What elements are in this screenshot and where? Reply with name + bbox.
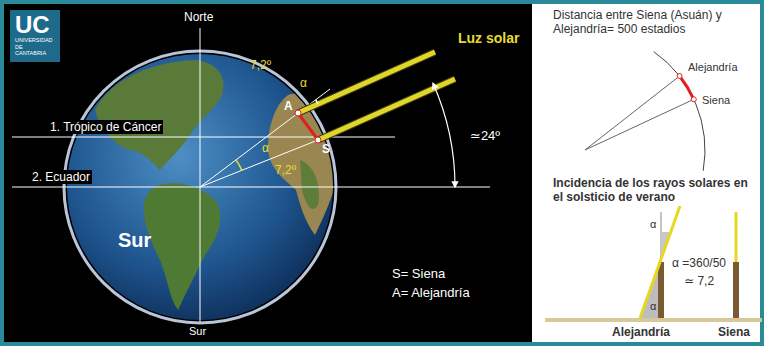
angle-symbol: α — [650, 218, 656, 231]
panel-heading: Distancia entre Siena (Asuán) y Alejandr… — [553, 8, 758, 37]
center-angle-arc — [236, 160, 242, 171]
logo-mark: UC — [15, 13, 55, 37]
africa-forest — [300, 160, 319, 209]
continent-label: Sur — [118, 228, 151, 252]
equator-line — [12, 187, 490, 188]
gnomon-diagram — [545, 206, 762, 322]
place-label: Alejandría — [688, 61, 738, 74]
pole-label: Norte — [184, 10, 213, 24]
arc-distance — [298, 113, 318, 140]
ground — [545, 318, 762, 322]
arc-distance — [680, 76, 694, 99]
siena-point — [315, 137, 321, 143]
logo-caption: UNIVERSIDAD DE CANTABRIA — [15, 37, 53, 57]
siena-point — [691, 97, 696, 102]
sun-ray-edge — [298, 52, 435, 113]
sun-ray — [298, 52, 435, 113]
logo-box: UCUNIVERSIDAD DE CANTABRIA — [10, 10, 60, 62]
africa — [268, 94, 338, 235]
place-label: Siena — [718, 325, 750, 339]
place-label: Alejandría — [612, 325, 670, 339]
angle-value: 7,2º — [250, 58, 271, 72]
panel-heading: Incidencia de los rayos solares en el so… — [553, 176, 758, 205]
gnomon-stick — [733, 262, 739, 318]
radius-siena — [200, 140, 318, 187]
alejandria-point — [295, 110, 301, 116]
angle-symbol: α — [650, 300, 656, 313]
legend-note: S= Siena — [392, 266, 445, 282]
angle-value: 7,2º — [275, 163, 296, 177]
tropic-label: 1. Trópico de Cáncer — [48, 120, 163, 134]
point-label: S — [322, 142, 330, 156]
black-panel — [4, 4, 532, 342]
point-label: A — [284, 99, 293, 113]
angle-symbol: α — [262, 141, 269, 155]
alejandria-point — [677, 74, 682, 79]
arc-diagram — [585, 52, 705, 171]
angle-symbol: α — [300, 76, 307, 90]
tropic-line — [12, 137, 395, 138]
pole-label: Sur — [189, 325, 206, 338]
equator-label: 2. Ecuador — [30, 170, 92, 184]
north-america — [95, 60, 223, 170]
gnomon-stick — [658, 262, 664, 318]
latitude-angle-arc — [433, 83, 455, 187]
legend-note: A= Alejandría — [392, 285, 470, 301]
south-america — [144, 183, 221, 310]
place-label: Siena — [702, 94, 730, 107]
earth-axis — [200, 28, 201, 322]
radius-line — [585, 99, 694, 150]
formula: α =360/50 — [672, 256, 726, 270]
angle-value: ≃24º — [470, 128, 500, 144]
sun-ray — [735, 212, 738, 262]
sun-label: Luz solar — [458, 30, 519, 47]
formula: ≃ 7,2 — [684, 274, 714, 288]
alejandria-angle-arc — [316, 100, 319, 104]
